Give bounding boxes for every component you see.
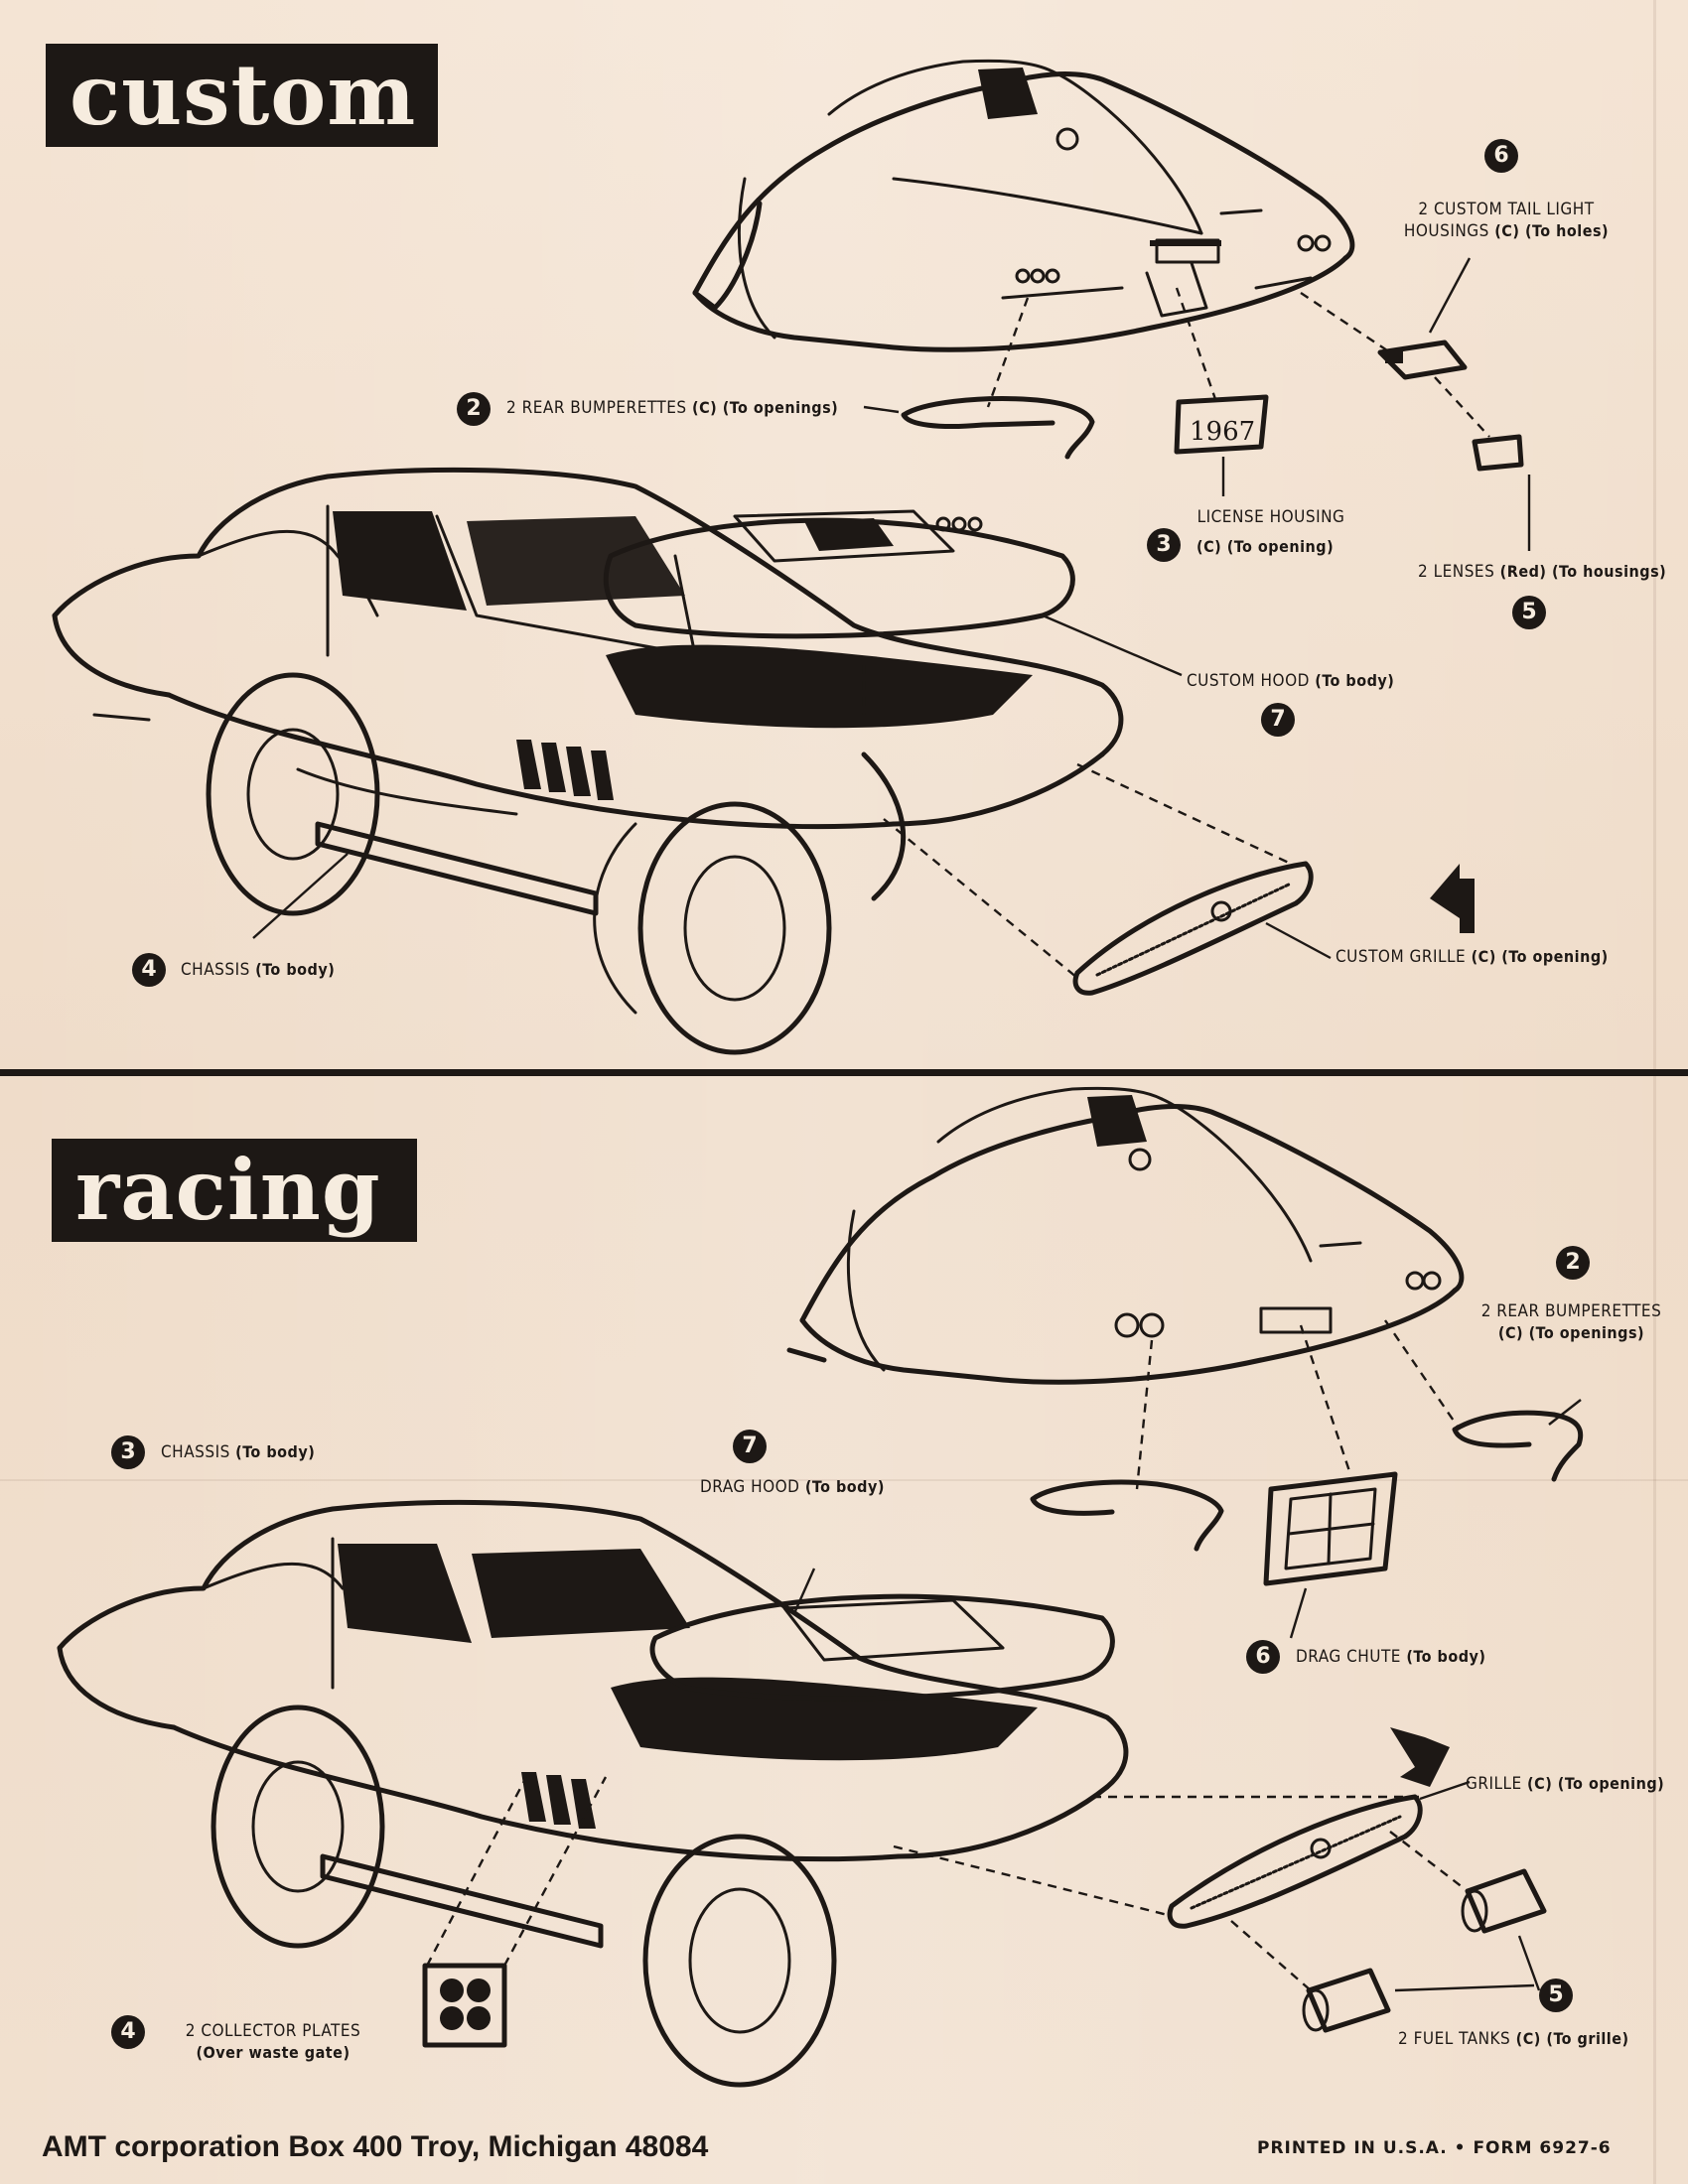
section-title-custom: custom: [46, 44, 438, 147]
racing-step-4-number: 4: [111, 2015, 145, 2049]
racing-step-5-label: 2 FUEL TANKS (C) (To grille): [1398, 2029, 1629, 2049]
racing-step-4-label: 2 COLLECTOR PLATES (Over waste gate): [185, 2021, 361, 2062]
custom-step-4-label: CHASSIS (To body): [181, 960, 336, 980]
section-title-racing: racing: [52, 1139, 417, 1242]
custom-step-5-label: 2 LENSES (Red) (To housings): [1418, 562, 1667, 582]
custom-step-7-number: 7: [1261, 703, 1295, 737]
custom-step1-arrow: [1430, 864, 1475, 933]
custom-step-2-number: 2: [457, 392, 491, 426]
section-divider: [0, 1069, 1688, 1076]
fold-crease-horizontal: [0, 1479, 1688, 1481]
racing-step-2-number: 2: [1556, 1246, 1590, 1280]
racing-step-2-label: 2 REAR BUMPERETTES (C) (To openings): [1480, 1301, 1662, 1342]
custom-step-3-number: 3: [1147, 528, 1181, 562]
footer-company-address: AMT corporation Box 400 Troy, Michigan 4…: [42, 2130, 709, 2163]
racing-step-7-label: DRAG HOOD (To body): [700, 1477, 885, 1497]
footer-print-info: PRINTED IN U.S.A. • FORM 6927-6: [1257, 2138, 1612, 2158]
racing-step1-arrow: [1390, 1727, 1450, 1787]
racing-step-5-number: 5: [1539, 1979, 1573, 2012]
racing-rear-body-illustration: [786, 1086, 1465, 1385]
racing-parts-illustration: [1030, 1319, 1584, 1639]
custom-car-illustration: [52, 467, 1332, 1055]
racing-step-3-number: 3: [111, 1435, 145, 1469]
custom-step-7-label: CUSTOM HOOD (To body): [1187, 671, 1395, 691]
racing-step-3-label: CHASSIS (To body): [161, 1442, 316, 1462]
custom-rear-body-illustration: [692, 59, 1355, 352]
custom-step-3-note: (C) (To opening): [1196, 537, 1335, 556]
custom-step-6-number: 6: [1484, 139, 1518, 173]
racing-step-1-label: GRILLE (C) (To opening): [1466, 1774, 1665, 1794]
license-plate-text: 1967: [1190, 417, 1255, 447]
custom-step-4-number: 4: [132, 953, 166, 987]
custom-parts-illustration: 1967: [863, 257, 1531, 551]
fold-crease-vertical: [1653, 0, 1656, 2184]
custom-step-1-label: CUSTOM GRILLE (C) (To opening): [1336, 947, 1609, 967]
racing-step-7-number: 7: [733, 1430, 767, 1463]
racing-step-6-number: 6: [1246, 1640, 1280, 1674]
custom-step-5-number: 5: [1512, 596, 1546, 629]
racing-car-illustration: [57, 1499, 1547, 2088]
custom-step-2-label: 2 REAR BUMPERETTES (C) (To openings): [506, 398, 839, 418]
racing-step-6-label: DRAG CHUTE (To body): [1296, 1647, 1486, 1667]
custom-step-6-label: 2 CUSTOM TAIL LIGHT HOUSINGS (C) (To hol…: [1403, 200, 1610, 241]
custom-step-3-label: LICENSE HOUSING: [1196, 507, 1345, 527]
